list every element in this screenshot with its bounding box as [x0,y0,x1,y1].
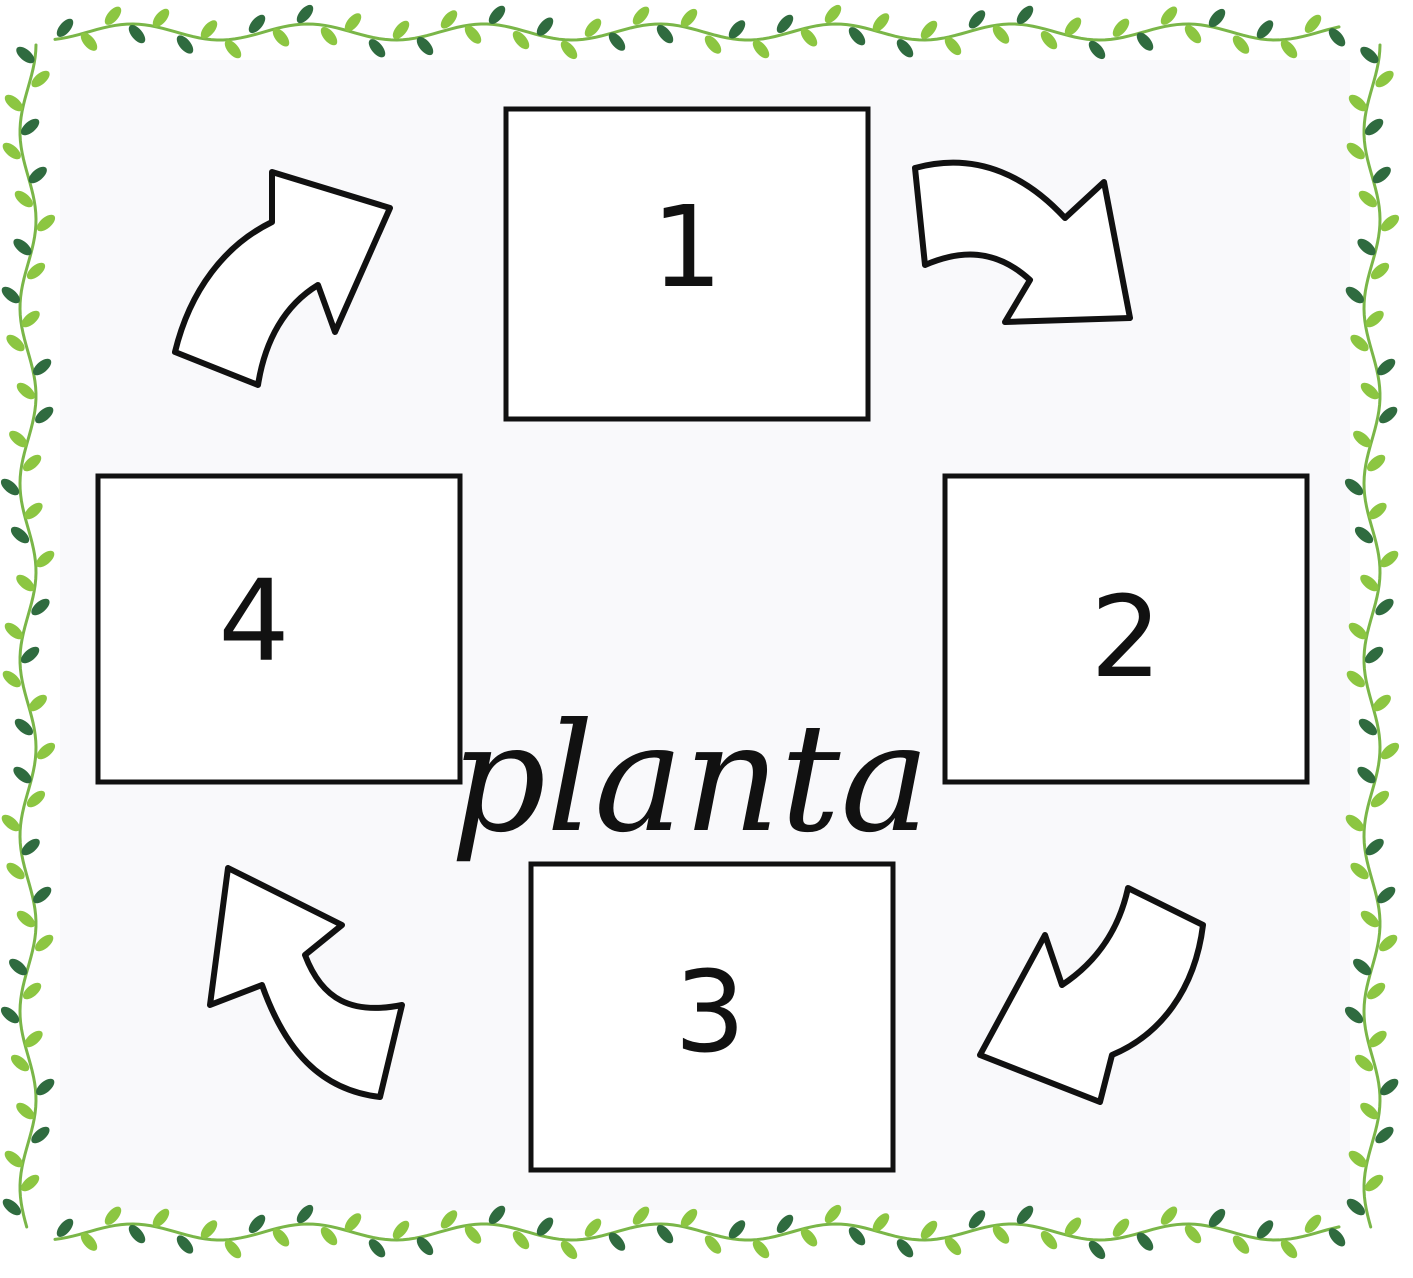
leaf-icon [558,38,581,62]
step-box-2[interactable]: 2 [945,476,1307,782]
step-number-3: 3 [674,948,745,1078]
leaf-icon [34,212,58,235]
leaf-icon [1378,740,1402,763]
step-number-2: 2 [1090,573,1161,703]
step-box-4[interactable]: 4 [98,476,460,782]
leaf-icon [1086,38,1109,62]
leaf-icon [558,1238,581,1262]
step-box-1[interactable]: 1 [506,109,868,419]
leaf-icon [1086,1238,1109,1262]
step-number-4: 4 [218,557,289,687]
leaf-icon [34,740,58,763]
leaf-icon [1378,212,1402,235]
step-number-1: 1 [651,183,722,313]
leaf-icon [822,2,845,26]
leaf-icon [294,2,317,26]
cycle-word: planta [450,692,930,866]
step-box-3[interactable]: 3 [531,864,893,1170]
